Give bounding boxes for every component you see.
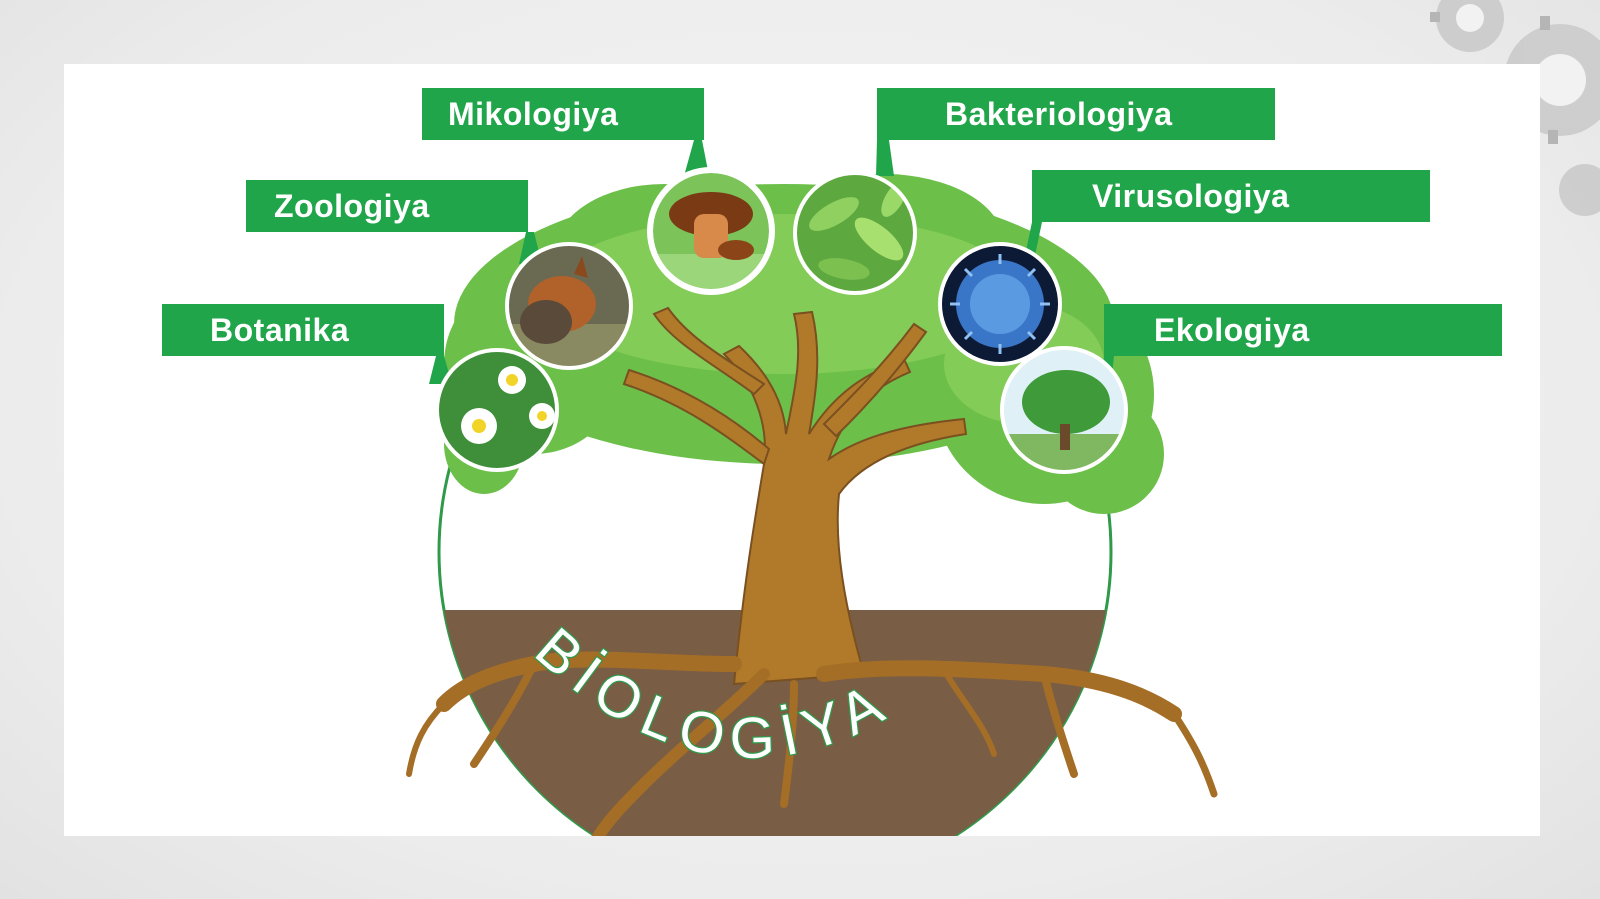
- label-ekologiya: Ekologiya: [1104, 304, 1502, 356]
- tree-trunk: [622, 306, 968, 686]
- label-virusologiya: Virusologiya: [1032, 170, 1430, 222]
- botanika-image: [435, 348, 559, 472]
- virusologiya-image: [938, 242, 1062, 366]
- label-mikologiya: Mikologiya: [422, 88, 704, 140]
- label-bakteriologiya: Bakteriologiya: [877, 88, 1275, 140]
- bakteriologiya-image: [793, 171, 917, 295]
- label-zoologiya: Zoologiya: [246, 180, 528, 232]
- label-botanika: Botanika: [162, 304, 444, 356]
- slide: BİOLOGİYA Mikologiya Bakteriologiya Zool…: [64, 64, 1540, 836]
- biology-tree-diagram: BİOLOGİYA: [406, 140, 1218, 836]
- tree-roots: [406, 651, 1218, 836]
